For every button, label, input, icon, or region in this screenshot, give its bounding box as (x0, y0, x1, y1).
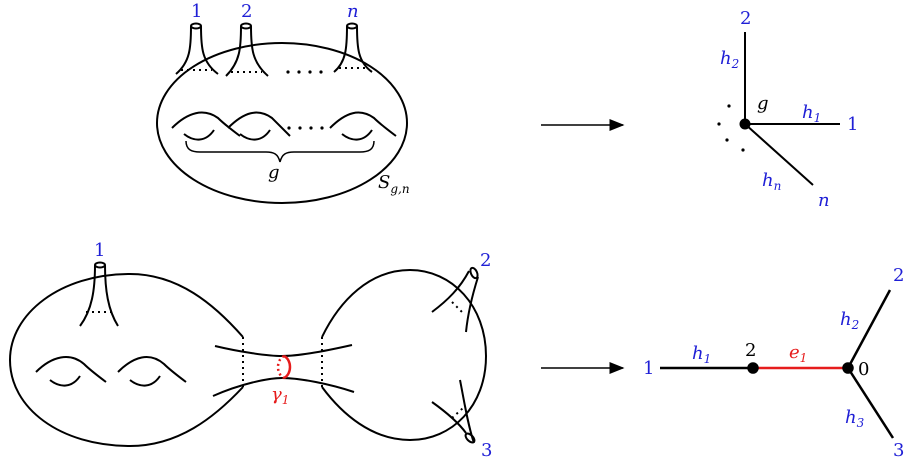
bottom-graph-end-3: 3 (893, 440, 904, 461)
bottom-right-component (321, 268, 488, 442)
top-handle-2 (227, 111, 291, 141)
bottom-graph-label-h1: h1 (692, 343, 711, 366)
bottom-handle-1 (35, 356, 107, 387)
top-leg-n (333, 22, 373, 73)
top-surface (156, 22, 408, 204)
top-leg-ellipsis (286, 70, 323, 74)
bottom-neck-bottom (212, 376, 355, 397)
top-graph-end-2: 2 (740, 8, 751, 29)
genus-brace (185, 140, 375, 163)
bottom-graph-label-h3: h3 (845, 407, 865, 430)
top-graph-end-1: 1 (847, 114, 858, 135)
bottom-leg-label-3: 3 (481, 440, 492, 461)
bottom-handle-2 (117, 356, 187, 387)
bottom-graph-leg-h2 (846, 289, 892, 369)
top-graph (717, 32, 840, 186)
bottom-graph-vertex-right-label: 0 (858, 359, 869, 380)
top-graph-vertex (739, 118, 751, 130)
gamma-curve (276, 354, 292, 380)
bottom-leg-1 (79, 261, 119, 327)
surface-label: Sg,n (378, 172, 410, 196)
top-graph-label-h1: h1 (802, 102, 821, 125)
bottom-neck-top (214, 344, 353, 358)
top-leg-label-1: 1 (191, 1, 202, 22)
top-graph-ellipsis (717, 104, 745, 152)
bottom-graph-label-h2: h2 (840, 309, 859, 332)
top-graph-label-h2: h2 (720, 48, 739, 71)
top-leg-1 (175, 22, 219, 75)
top-graph-label-hn: hn (762, 170, 781, 193)
bottom-leg-3 (431, 379, 476, 444)
bottom-surface (8, 261, 488, 448)
top-surface-outline (156, 42, 408, 204)
bottom-graph (660, 289, 895, 439)
bottom-graph-label-e1: e1 (789, 342, 807, 365)
bottom-leg-label-1: 1 (94, 240, 105, 261)
bottom-graph-vertex-left (747, 362, 759, 374)
bottom-leg-label-2: 2 (480, 250, 491, 271)
bottom-graph-vertex-right (842, 362, 854, 374)
top-leg-2 (225, 22, 269, 77)
bottom-graph-end-1: 1 (643, 358, 654, 379)
top-graph-edge-hn (744, 123, 814, 186)
top-handle-1 (171, 111, 241, 141)
bottom-graph-vertex-left-label: 2 (745, 340, 756, 361)
bottom-leg-2 (431, 266, 479, 333)
genus-label: g (268, 162, 280, 183)
top-handle-g (329, 111, 397, 141)
top-leg-label-2: 2 (241, 1, 252, 22)
top-handle-ellipsis (287, 126, 324, 130)
gamma-label: γ1 (271, 384, 289, 407)
bottom-graph-end-2: 2 (893, 265, 904, 286)
bottom-graph-leg-h3 (846, 367, 895, 439)
top-graph-end-n: n (818, 190, 830, 211)
bottom-left-component (8, 272, 244, 448)
top-leg-label-n: n (347, 1, 359, 22)
top-graph-vertex-label: g (757, 93, 769, 114)
